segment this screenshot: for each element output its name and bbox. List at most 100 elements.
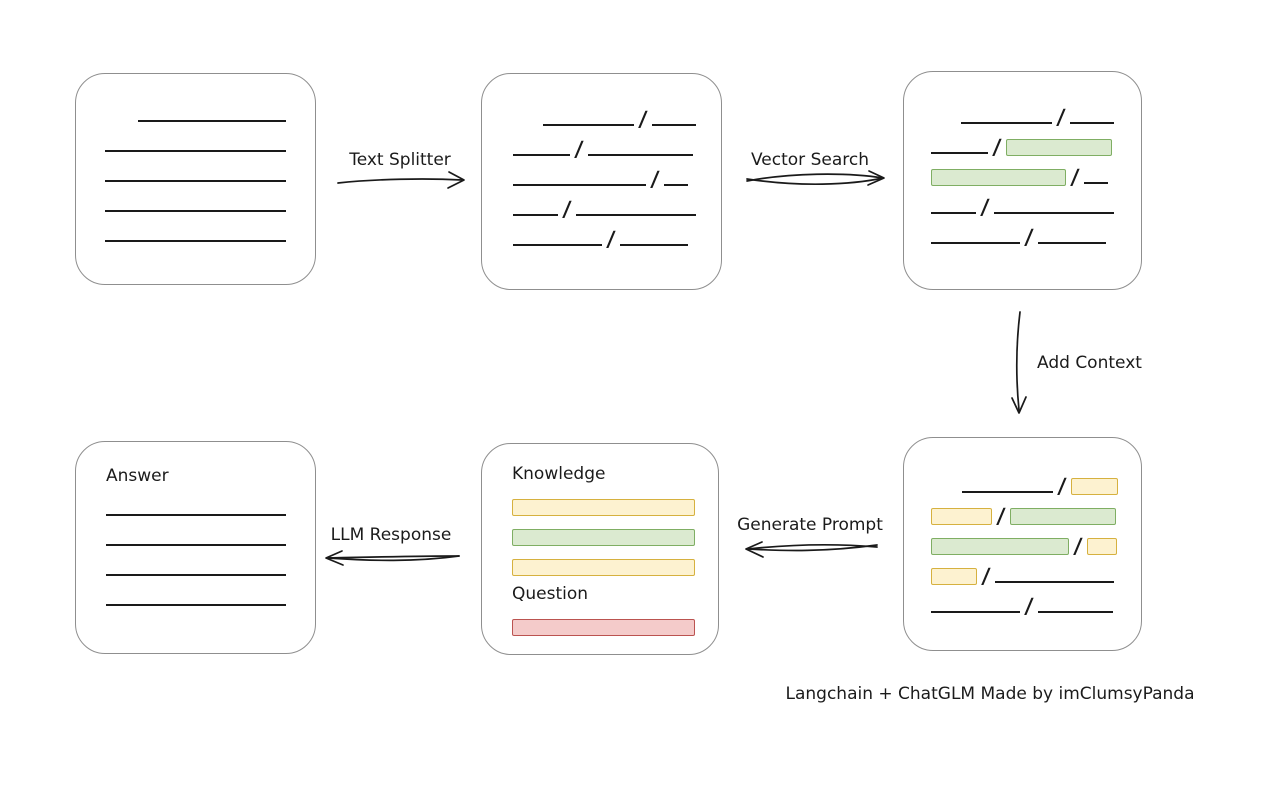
matched-chunks-node: / / / / /	[903, 71, 1142, 290]
llm-response-arrow	[325, 550, 460, 566]
text-line	[587, 154, 693, 156]
text-line	[993, 212, 1114, 214]
slash-separator: /	[637, 107, 648, 131]
text-splitter-label: Text Splitter	[349, 150, 451, 170]
text-line	[513, 244, 602, 246]
slash-separator: /	[991, 135, 1002, 159]
slash-separator: /	[1069, 165, 1080, 189]
text-line	[138, 120, 286, 122]
slash-separator: /	[605, 227, 616, 251]
slash-separator: /	[573, 137, 584, 161]
segment-row: /	[931, 219, 1141, 249]
segment-row	[106, 491, 315, 521]
node-heading: Knowledge	[512, 464, 606, 484]
segment-row: /	[513, 131, 721, 161]
text-line	[513, 214, 558, 216]
green-chunk	[1005, 139, 1112, 156]
text-line	[513, 154, 570, 156]
answer-node: Answer	[75, 441, 316, 654]
slash-separator: /	[649, 167, 660, 191]
slash-separator: /	[979, 195, 990, 219]
add-context-label: Add Context	[1037, 353, 1142, 373]
text-line	[105, 240, 286, 242]
text-line	[1037, 611, 1113, 613]
segment-row	[105, 157, 315, 187]
document-node	[75, 73, 316, 285]
yellow-chunk	[931, 508, 992, 525]
split-chunks-node: / / / / /	[481, 73, 722, 290]
slash-separator: /	[980, 564, 991, 588]
text-line	[513, 184, 646, 186]
text-line	[961, 122, 1052, 124]
red-chunk	[512, 619, 695, 636]
segment-row: /	[931, 558, 1141, 588]
segment-row: /	[543, 101, 721, 131]
segment-row	[512, 609, 718, 639]
slash-separator: /	[561, 197, 572, 221]
yellow-chunk	[512, 559, 695, 576]
llm-response-label: LLM Response	[330, 525, 452, 545]
segment-row: /	[931, 498, 1141, 528]
segment-row: /	[931, 528, 1141, 558]
segment-row: /	[513, 221, 721, 251]
text-line	[105, 150, 286, 152]
yellow-chunk	[1086, 538, 1117, 555]
text-line	[1037, 242, 1106, 244]
vector-search-arrow	[746, 170, 885, 186]
segment-row	[105, 127, 315, 157]
text-line	[931, 242, 1020, 244]
text-line	[1069, 122, 1114, 124]
text-line	[931, 152, 988, 154]
segment-row	[105, 187, 315, 217]
slash-separator: /	[995, 504, 1006, 528]
segment-row: /	[931, 159, 1141, 189]
text-line	[663, 184, 688, 186]
text-line	[105, 210, 286, 212]
node-heading: Question	[512, 584, 589, 604]
text-line	[575, 214, 696, 216]
text-line	[543, 124, 634, 126]
generate-prompt-label: Generate Prompt	[737, 515, 883, 535]
segment-row: /	[931, 129, 1141, 159]
segment-row	[138, 97, 315, 127]
segment-row: /	[962, 468, 1141, 498]
segment-row: /	[513, 161, 721, 191]
segment-row	[106, 521, 315, 551]
text-line	[1083, 182, 1108, 184]
segment-row: /	[931, 588, 1141, 618]
text-line	[106, 604, 286, 606]
segment-row: /	[513, 191, 721, 221]
green-chunk	[512, 529, 695, 546]
slash-separator: /	[1023, 594, 1034, 618]
segment-row	[512, 549, 718, 579]
yellow-chunk	[512, 499, 695, 516]
yellow-chunk	[931, 568, 977, 585]
text-line	[962, 491, 1053, 493]
segment-row: /	[931, 189, 1141, 219]
text-line	[931, 212, 976, 214]
node-heading: Answer	[106, 466, 169, 486]
vector-search-label: Vector Search	[751, 150, 869, 170]
text-line	[619, 244, 688, 246]
segment-row	[105, 217, 315, 247]
slash-separator: /	[1023, 225, 1034, 249]
segment-row: /	[961, 99, 1141, 129]
green-chunk	[1009, 508, 1116, 525]
text-line	[994, 581, 1114, 583]
text-line	[105, 180, 286, 182]
context-chunks-node: / / / / /	[903, 437, 1142, 651]
text-line	[106, 574, 286, 576]
generate-prompt-arrow	[745, 541, 878, 558]
segment-row	[106, 581, 315, 611]
text-line	[651, 124, 696, 126]
text-line	[106, 514, 286, 516]
slash-separator: /	[1056, 474, 1067, 498]
text-splitter-arrow	[337, 171, 465, 189]
segment-row	[106, 551, 315, 581]
text-line	[931, 611, 1020, 613]
add-context-arrow	[1011, 311, 1027, 414]
text-line	[106, 544, 286, 546]
yellow-chunk	[1070, 478, 1118, 495]
slash-separator: /	[1072, 534, 1083, 558]
